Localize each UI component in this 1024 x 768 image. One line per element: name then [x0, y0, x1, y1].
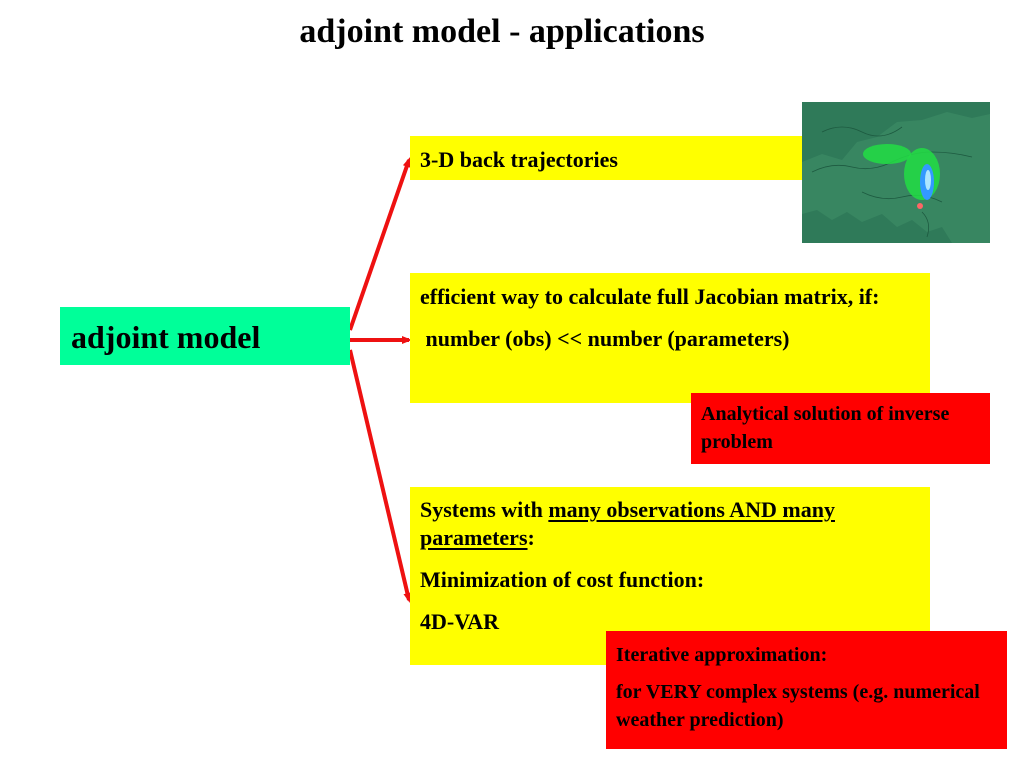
- adjoint-model-box: adjoint model: [60, 307, 350, 365]
- arrow-to-back-trajectories: [348, 157, 411, 331]
- adjoint-model-label: adjoint model: [71, 319, 261, 355]
- back-trajectories-box: 3-D back trajectories: [410, 136, 805, 180]
- systems-underlined: many observations AND many parameters: [420, 497, 835, 550]
- cost-function-text: Minimization of cost function:: [420, 567, 705, 592]
- iterative-heading: Iterative approximation:: [616, 644, 828, 666]
- back-trajectories-label: 3-D back trajectories: [420, 147, 618, 172]
- 4dvar-text: 4D-VAR: [420, 609, 500, 634]
- arrow-to-systems: [348, 349, 412, 603]
- page-title: adjoint model - applications: [299, 13, 705, 50]
- jacobian-box: efficient way to calculate full Jacobian…: [410, 273, 930, 403]
- systems-prefix: Systems with: [420, 497, 549, 522]
- iterative-approximation-box: Iterative approximation: for VERY comple…: [606, 631, 1007, 749]
- iterative-detail: for VERY complex systems (e.g. numerical…: [616, 681, 980, 731]
- jacobian-text: efficient way to calculate full Jacobian…: [420, 284, 880, 309]
- jacobian-condition: number (obs) << number (parameters): [420, 326, 790, 351]
- systems-suffix: :: [527, 525, 535, 550]
- analytical-solution-label: Analytical solution of inverse problem: [701, 403, 950, 453]
- europe-trajectory-map: [802, 102, 990, 243]
- systems-heading: Systems with many observations AND many …: [420, 496, 920, 552]
- analytical-solution-box: Analytical solution of inverse problem: [691, 393, 990, 464]
- map-image: [802, 102, 990, 243]
- site-marker-icon: [917, 203, 923, 209]
